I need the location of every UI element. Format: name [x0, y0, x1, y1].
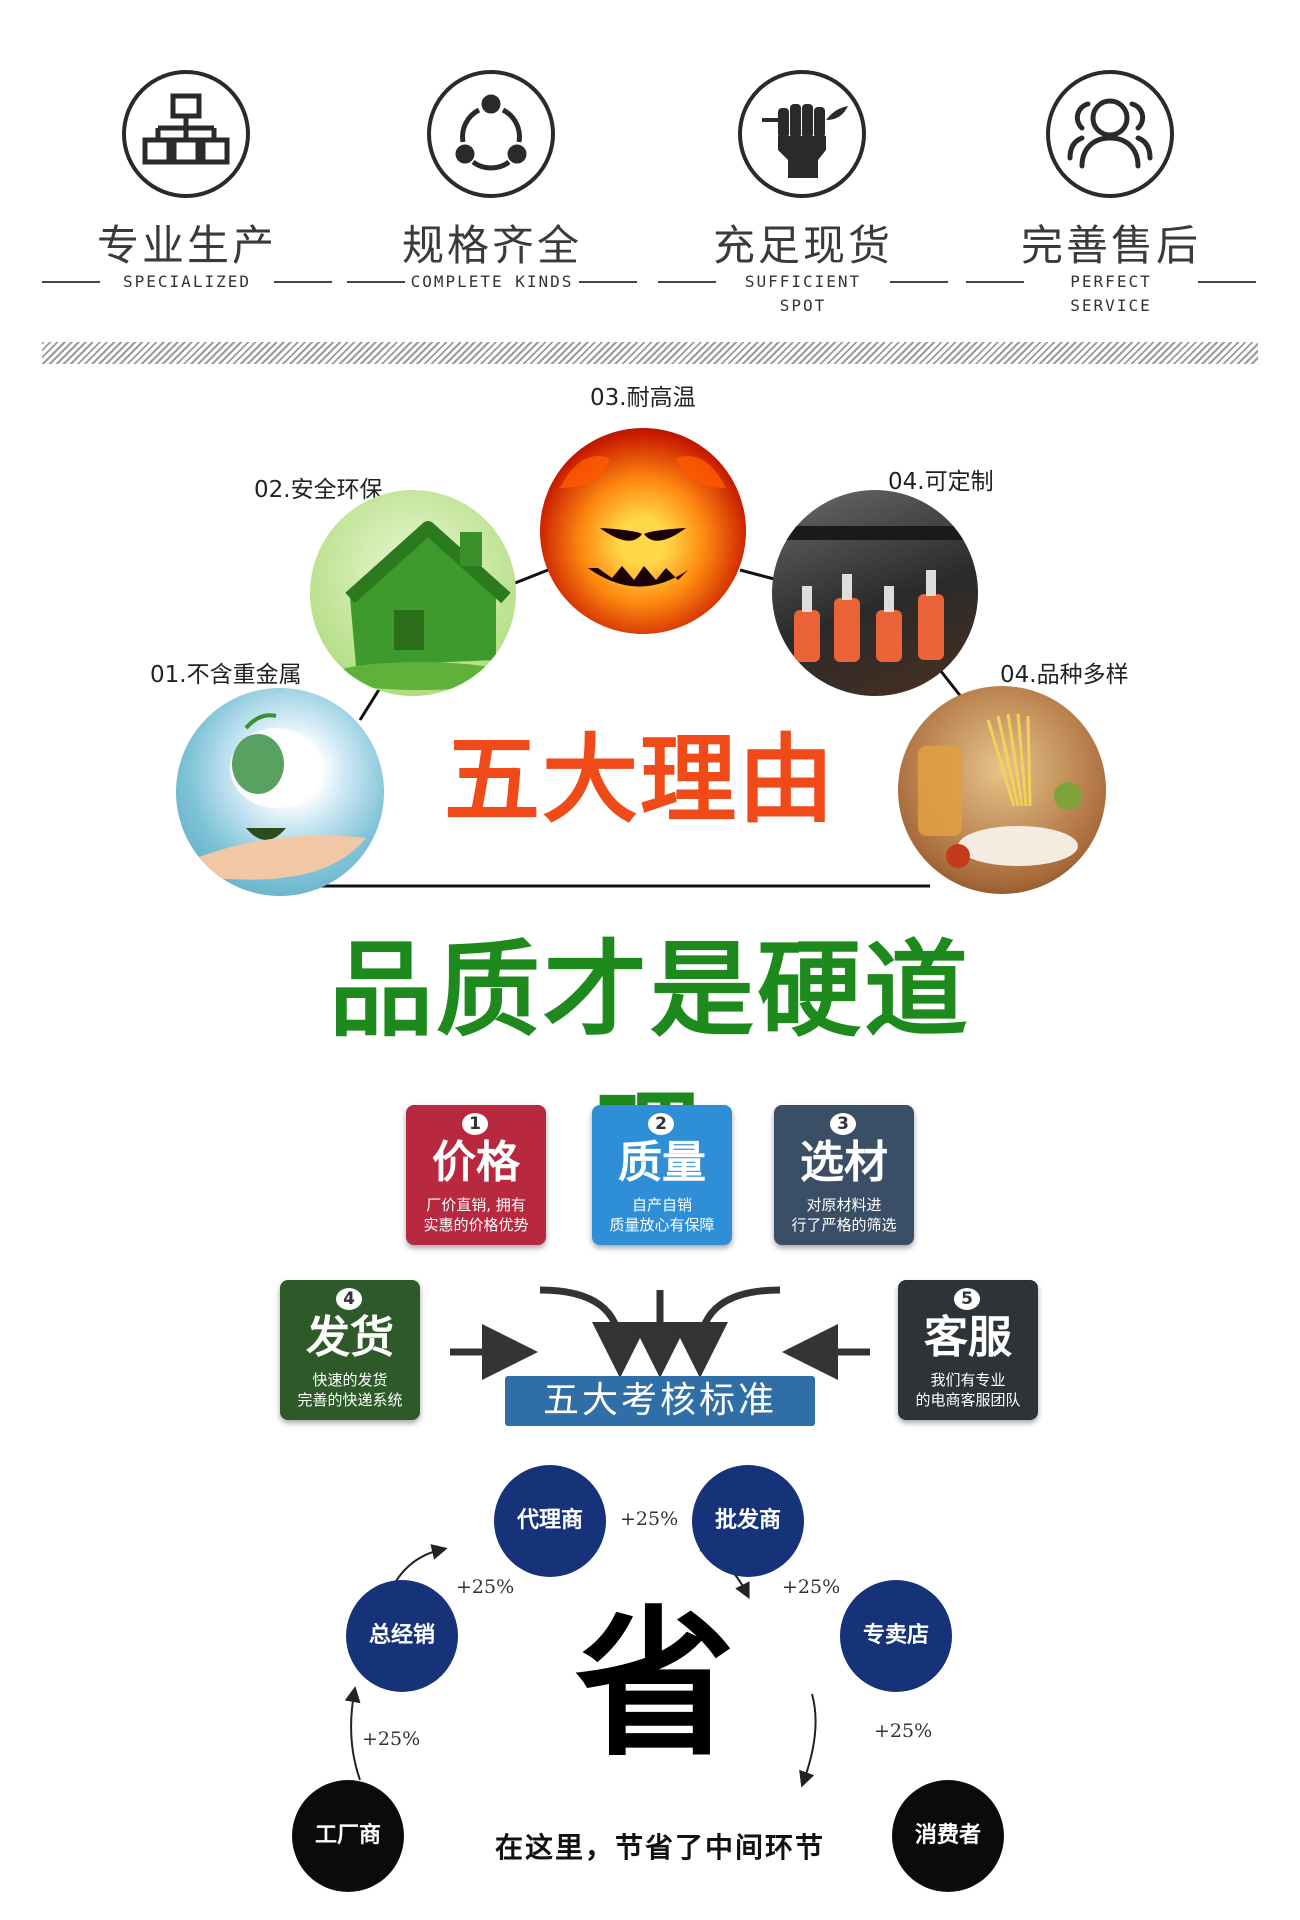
feature-title: 完善售后: [1020, 221, 1201, 270]
quality-slogan: 品质才是硬道理: [328, 929, 971, 1202]
reasons-headline: 五大理由: [444, 724, 836, 836]
reason-label-5: 04.品种多样: [1000, 662, 1129, 688]
standard-title: 客服: [924, 1312, 1012, 1363]
standard-card-price: 1 价格 厂价直销, 拥有 实惠的价格优势: [406, 1105, 546, 1245]
standard-desc-line1: 我们有专业: [930, 1371, 1006, 1389]
markup-label: +25%: [874, 1720, 933, 1742]
feature-specialized: 专业生产 SPECIALIZED: [42, 70, 332, 310]
standard-title: 发货: [306, 1312, 394, 1363]
standard-desc-line2: 实惠的价格优势: [423, 1216, 529, 1234]
standard-desc-line2: 完善的快递系统: [297, 1391, 403, 1409]
standard-number: 2: [648, 1113, 674, 1135]
food-variety-icon: [898, 686, 1106, 894]
hatched-divider: [42, 342, 1258, 364]
standard-number: 5: [954, 1288, 980, 1310]
standard-card-quality: 2 质量 自产自销 质量放心有保障: [592, 1105, 732, 1245]
chain-node-retail-store: 专卖店: [840, 1580, 952, 1692]
standard-number: 1: [462, 1113, 488, 1135]
bottle-factory-icon: [772, 490, 978, 696]
chain-node-agent: 代理商: [494, 1465, 606, 1577]
save-character: 省: [575, 1591, 736, 1778]
grass-house-icon: [310, 490, 516, 696]
standard-desc-line2: 质量放心有保障: [609, 1216, 715, 1234]
feature-title: 充足现货: [712, 221, 893, 270]
standard-title: 选材: [800, 1137, 888, 1188]
feature-subtitle: SPECIALIZED: [123, 272, 251, 291]
reason-label-2: 02.安全环保: [254, 477, 383, 503]
feature-subtitle: PERFECT SERVICE: [1070, 272, 1152, 315]
feature-subtitle: COMPLETE KINDS: [410, 272, 574, 291]
feature-complete-kinds: 规格齐全 COMPLETE KINDS: [347, 70, 637, 310]
reason-label-4: 04.可定制: [888, 469, 994, 495]
fire-icon: [540, 428, 746, 634]
standard-card-material: 3 选材 对原材料进 行了严格的筛选: [774, 1105, 914, 1245]
standard-desc-line2: 行了严格的筛选: [791, 1216, 897, 1234]
standard-number: 4: [336, 1288, 362, 1310]
feature-subtitle: SUFFICIENT SPOT: [744, 272, 862, 315]
markup-label: +25%: [362, 1728, 421, 1750]
chain-node-general-distributor: 总经销: [346, 1580, 458, 1692]
chain-node-wholesaler: 批发商: [692, 1465, 804, 1577]
standard-card-shipping: 4 发货 快速的发货 完善的快递系统: [280, 1280, 420, 1420]
standards-center-label: 五大考核标准: [505, 1376, 815, 1426]
standard-desc-line1: 快速的发货: [312, 1371, 388, 1389]
standard-number: 3: [830, 1113, 856, 1135]
standard-desc-line2: 的电商客服团队: [915, 1391, 1021, 1409]
hierarchy-icon: [122, 70, 250, 198]
reason-label-3: 03.耐高温: [590, 385, 696, 411]
chain-node-factory: 工厂商: [292, 1780, 404, 1892]
markup-label: +25%: [782, 1576, 841, 1598]
chain-node-consumer: 消费者: [892, 1780, 1004, 1892]
users-icon: [1046, 70, 1174, 198]
feature-title: 专业生产: [96, 221, 277, 270]
markup-label: +25%: [456, 1576, 515, 1598]
standard-desc-line1: 对原材料进: [806, 1196, 882, 1214]
standard-title: 质量: [618, 1137, 706, 1188]
feature-perfect-service: 完善售后 PERFECT SERVICE: [966, 70, 1256, 315]
standard-card-service: 5 客服 我们有专业 的电商客服团队: [898, 1280, 1038, 1420]
standard-desc-line1: 自产自销: [631, 1196, 692, 1214]
standard-title: 价格: [432, 1137, 520, 1188]
cycle-icon: [427, 70, 555, 198]
chain-bottom-text: 在这里，节省了中间环节: [494, 1831, 825, 1864]
feature-sufficient-spot: 充足现货 SUFFICIENT SPOT: [658, 70, 948, 315]
reason-label-1: 01.不含重金属: [150, 662, 302, 688]
eco-light-icon: [176, 688, 384, 896]
converging-arrows-icon: [450, 1286, 870, 1380]
feature-title: 规格齐全: [401, 221, 582, 270]
markup-label: +25%: [620, 1508, 679, 1530]
fist-icon: [738, 70, 866, 198]
standard-desc-line1: 厂价直销, 拥有: [426, 1196, 526, 1214]
